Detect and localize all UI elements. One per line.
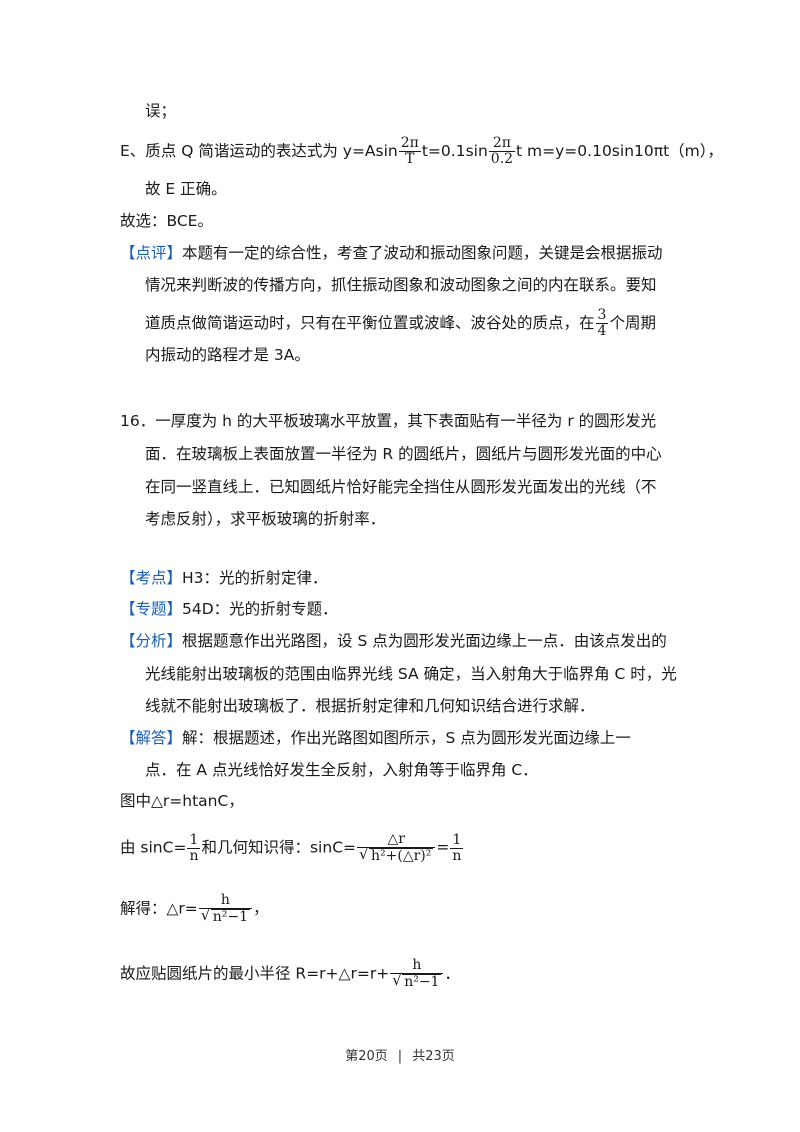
text: 本题有一定的综合性，考查了波动和振动图象问题，关键是会根据振动 <box>182 244 663 262</box>
text-line: 考虑反射），求平板玻璃的折射率． <box>145 508 385 530</box>
fraction-denominator: √n²−1 <box>390 971 443 990</box>
fraction-numerator: △r <box>357 832 436 848</box>
text: H3：光的折射定律． <box>182 569 328 587</box>
comment-tag: 【点评】 <box>120 244 183 262</box>
radical-icon: √ <box>200 906 211 924</box>
text: 内振动的路程才是 3A。 <box>145 346 310 364</box>
comment-line: 【点评】本题有一定的综合性，考查了波动和振动图象问题，关键是会根据振动 <box>120 242 663 264</box>
footer-separator: | <box>397 1049 403 1064</box>
radicand: n²−1 <box>402 974 442 990</box>
text: E、质点 Q 简谐运动的表达式为 y=Asin <box>120 142 398 160</box>
text-line: 在同一竖直线上．已知圆纸片恰好能完全挡住从圆形发光面发出的光线（不 <box>145 476 657 498</box>
fraction-denominator: 0.2 <box>490 151 514 167</box>
fenxi-tag: 【分析】 <box>120 632 183 650</box>
text: 误； <box>145 102 177 120</box>
fraction: h√n²−1 <box>390 958 444 990</box>
fraction: △r√h²+(△r)² <box>357 832 436 864</box>
fraction-numerator: 1 <box>450 832 464 849</box>
kaodian-tag: 【考点】 <box>120 569 183 587</box>
fraction-denominator: √n²−1 <box>199 906 252 925</box>
page-footer: 第20页 | 共23页 <box>0 1045 800 1064</box>
radicand: h²+(△r)² <box>369 848 434 864</box>
text: 故选：BCE。 <box>120 212 213 230</box>
text: 在同一竖直线上．已知圆纸片恰好能完全挡住从圆形发光面发出的光线（不 <box>145 478 657 496</box>
text: = <box>436 838 450 857</box>
text: 面．在玻璃板上表面放置一半径为 R 的圆纸片，圆纸片与圆形发光面的中心 <box>145 445 662 463</box>
text: 解：根据题述，作出光路图如图所示，S 点为圆形发光面边缘上一 <box>182 729 631 747</box>
answer-line: 故选：BCE。 <box>120 210 213 232</box>
equation-line: 图中△r=htanC， <box>120 790 244 812</box>
text-line: 误； <box>145 100 176 122</box>
fraction-denominator: n <box>189 847 199 864</box>
text: 线就不能射出玻璃板了．根据折射定律和几何知识结合进行求解． <box>145 697 595 715</box>
equation-line: 解得：△r=h√n²−1， <box>120 893 269 925</box>
jieda-line: 【解答】解：根据题述，作出光路图如图所示，S 点为圆形发光面边缘上一 <box>120 727 631 749</box>
page-total: 共23页 <box>412 1049 455 1064</box>
text: 故应贴圆纸片的最小半径 R=r+△r=r+ <box>120 964 390 983</box>
sqrt: √n²−1 <box>200 906 251 925</box>
text: 54D：光的折射专题． <box>182 600 338 618</box>
text-line: 面．在玻璃板上表面放置一半径为 R 的圆纸片，圆纸片与圆形发光面的中心 <box>145 443 662 465</box>
text: 点．在 A 点光线恰好发生全反射，入射角等于临界角 C． <box>145 761 538 779</box>
fraction-numerator: 2π <box>488 136 516 152</box>
text-line: 情况来判断波的传播方向，抓住振动图象和波动图象之间的内在联系。要知 <box>145 274 657 296</box>
radicand: n²−1 <box>210 909 251 925</box>
zhuanti-line: 【专题】54D：光的折射专题． <box>120 598 338 620</box>
text-line: 内振动的路程才是 3A。 <box>145 344 310 366</box>
text: 和几何知识得：sinC= <box>201 838 357 857</box>
text: 考虑反射），求平板玻璃的折射率． <box>145 510 386 528</box>
fraction-denominator: n <box>452 847 462 864</box>
fraction: h√n²−1 <box>198 893 253 925</box>
text: 16．一厚度为 h 的大平板玻璃水平放置，其下表面贴有一半径为 r 的圆形发光 <box>120 412 657 430</box>
fraction-numerator: 1 <box>187 832 201 849</box>
fraction-denominator: T <box>405 151 415 167</box>
text: 故 E 正确。 <box>145 180 227 198</box>
text: 道质点做简谐运动时，只有在平衡位置或波峰、波谷处的质点，在 <box>145 314 595 332</box>
page-number: 第20页 <box>345 1049 388 1064</box>
text-line: 光线能射出玻璃板的范围由临界光线 SA 确定，当入射角大于临界角 C 时，光 <box>145 663 677 685</box>
text-line: 线就不能射出玻璃板了．根据折射定律和几何知识结合进行求解． <box>145 695 595 717</box>
equation-line: 故应贴圆纸片的最小半径 R=r+△r=r+h√n²−1． <box>120 958 460 990</box>
text: 解得：△r= <box>120 899 198 918</box>
question-16-line: 16．一厚度为 h 的大平板玻璃水平放置，其下表面贴有一半径为 r 的圆形发光 <box>120 410 656 432</box>
text-line: 点．在 A 点光线恰好发生全反射，入射角等于临界角 C． <box>145 759 538 781</box>
text-line: 故 E 正确。 <box>145 178 227 200</box>
fraction-denominator: 4 <box>597 323 607 339</box>
zhuanti-tag: 【专题】 <box>120 600 183 618</box>
text: 由 sinC= <box>120 838 187 857</box>
fraction-numerator: 3 <box>595 307 609 324</box>
sqrt: √n²−1 <box>392 971 442 990</box>
sqrt: √h²+(△r)² <box>359 845 434 864</box>
text: 个周期 <box>609 314 656 332</box>
text: t m=y=0.10sin10πt（m）， <box>516 142 723 160</box>
fenxi-line: 【分析】根据题意作出光路图，设 S 点为圆形发光面边缘上一点．由该点发出的 <box>120 630 667 652</box>
text: ． <box>444 964 460 983</box>
fraction-numerator: h <box>390 958 444 974</box>
kaodian-line: 【考点】H3：光的折射定律． <box>120 567 328 589</box>
fraction-numerator: h <box>198 893 253 909</box>
fraction-denominator: √h²+(△r)² <box>357 845 435 864</box>
text: 光线能射出玻璃板的范围由临界光线 SA 确定，当入射角大于临界角 C 时，光 <box>145 665 677 683</box>
text: t=0.1sin <box>421 142 488 160</box>
text: 情况来判断波的传播方向，抓住振动图象和波动图象之间的内在联系。要知 <box>145 276 657 294</box>
text: 图中△r=htanC， <box>120 792 244 810</box>
radical-icon: √ <box>359 845 369 863</box>
radical-icon: √ <box>392 971 402 989</box>
text: ， <box>253 899 269 918</box>
fraction-numerator: 2π <box>398 135 421 152</box>
text: 根据题意作出光路图，设 S 点为圆形发光面边缘上一点．由该点发出的 <box>182 632 667 650</box>
jieda-tag: 【解答】 <box>120 729 183 747</box>
